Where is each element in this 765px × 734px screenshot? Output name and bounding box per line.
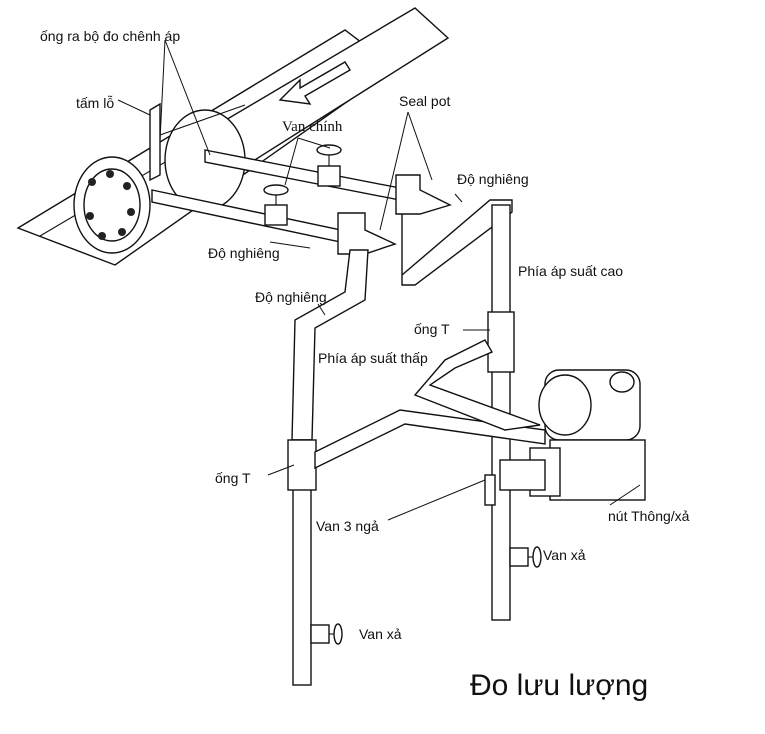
label-drain-right: Van xả (543, 547, 586, 563)
main-valve-upper (316, 144, 342, 187)
flange (73, 156, 151, 254)
label-vent-plug: nút Thông/xả (608, 508, 690, 524)
label-three-valve: Van 3 ngả (316, 518, 379, 534)
high-pressure-leg (401, 199, 515, 621)
label-tee-right: ống T (414, 321, 450, 337)
flow-arrow (278, 61, 351, 105)
label-tee-left: ống T (215, 470, 251, 486)
label-slope-left: Độ nghiêng (208, 245, 280, 261)
label-low-side: Phía áp suất thấp (318, 350, 428, 366)
label-slope-mid: Độ nghiêng (255, 289, 327, 305)
seal-pot-left (337, 212, 397, 255)
label-main-valve: Van chính (282, 119, 343, 135)
main-valve-lower (263, 184, 289, 226)
low-pressure-leg (287, 249, 369, 686)
leader-lines (117, 39, 641, 521)
label-tap-line: ống ra bộ đo chênh áp (40, 28, 180, 44)
transmitter-connections (314, 339, 546, 470)
label-drain-left: Van xả (359, 626, 402, 642)
three-valve-manifold (484, 459, 546, 506)
label-slope-right: Độ nghiêng (457, 171, 529, 187)
dp-transmitter (529, 369, 646, 501)
drain-valve-left (310, 623, 343, 645)
label-high-side: Phía áp suất cao (518, 263, 623, 279)
drain-valve-right (509, 546, 542, 568)
label-orifice: tấm lỗ (76, 95, 114, 111)
label-seal-pot: Seal pot (399, 93, 450, 109)
seal-pot-right (395, 174, 452, 215)
diagram-title: Đo lưu lượng (470, 669, 648, 702)
